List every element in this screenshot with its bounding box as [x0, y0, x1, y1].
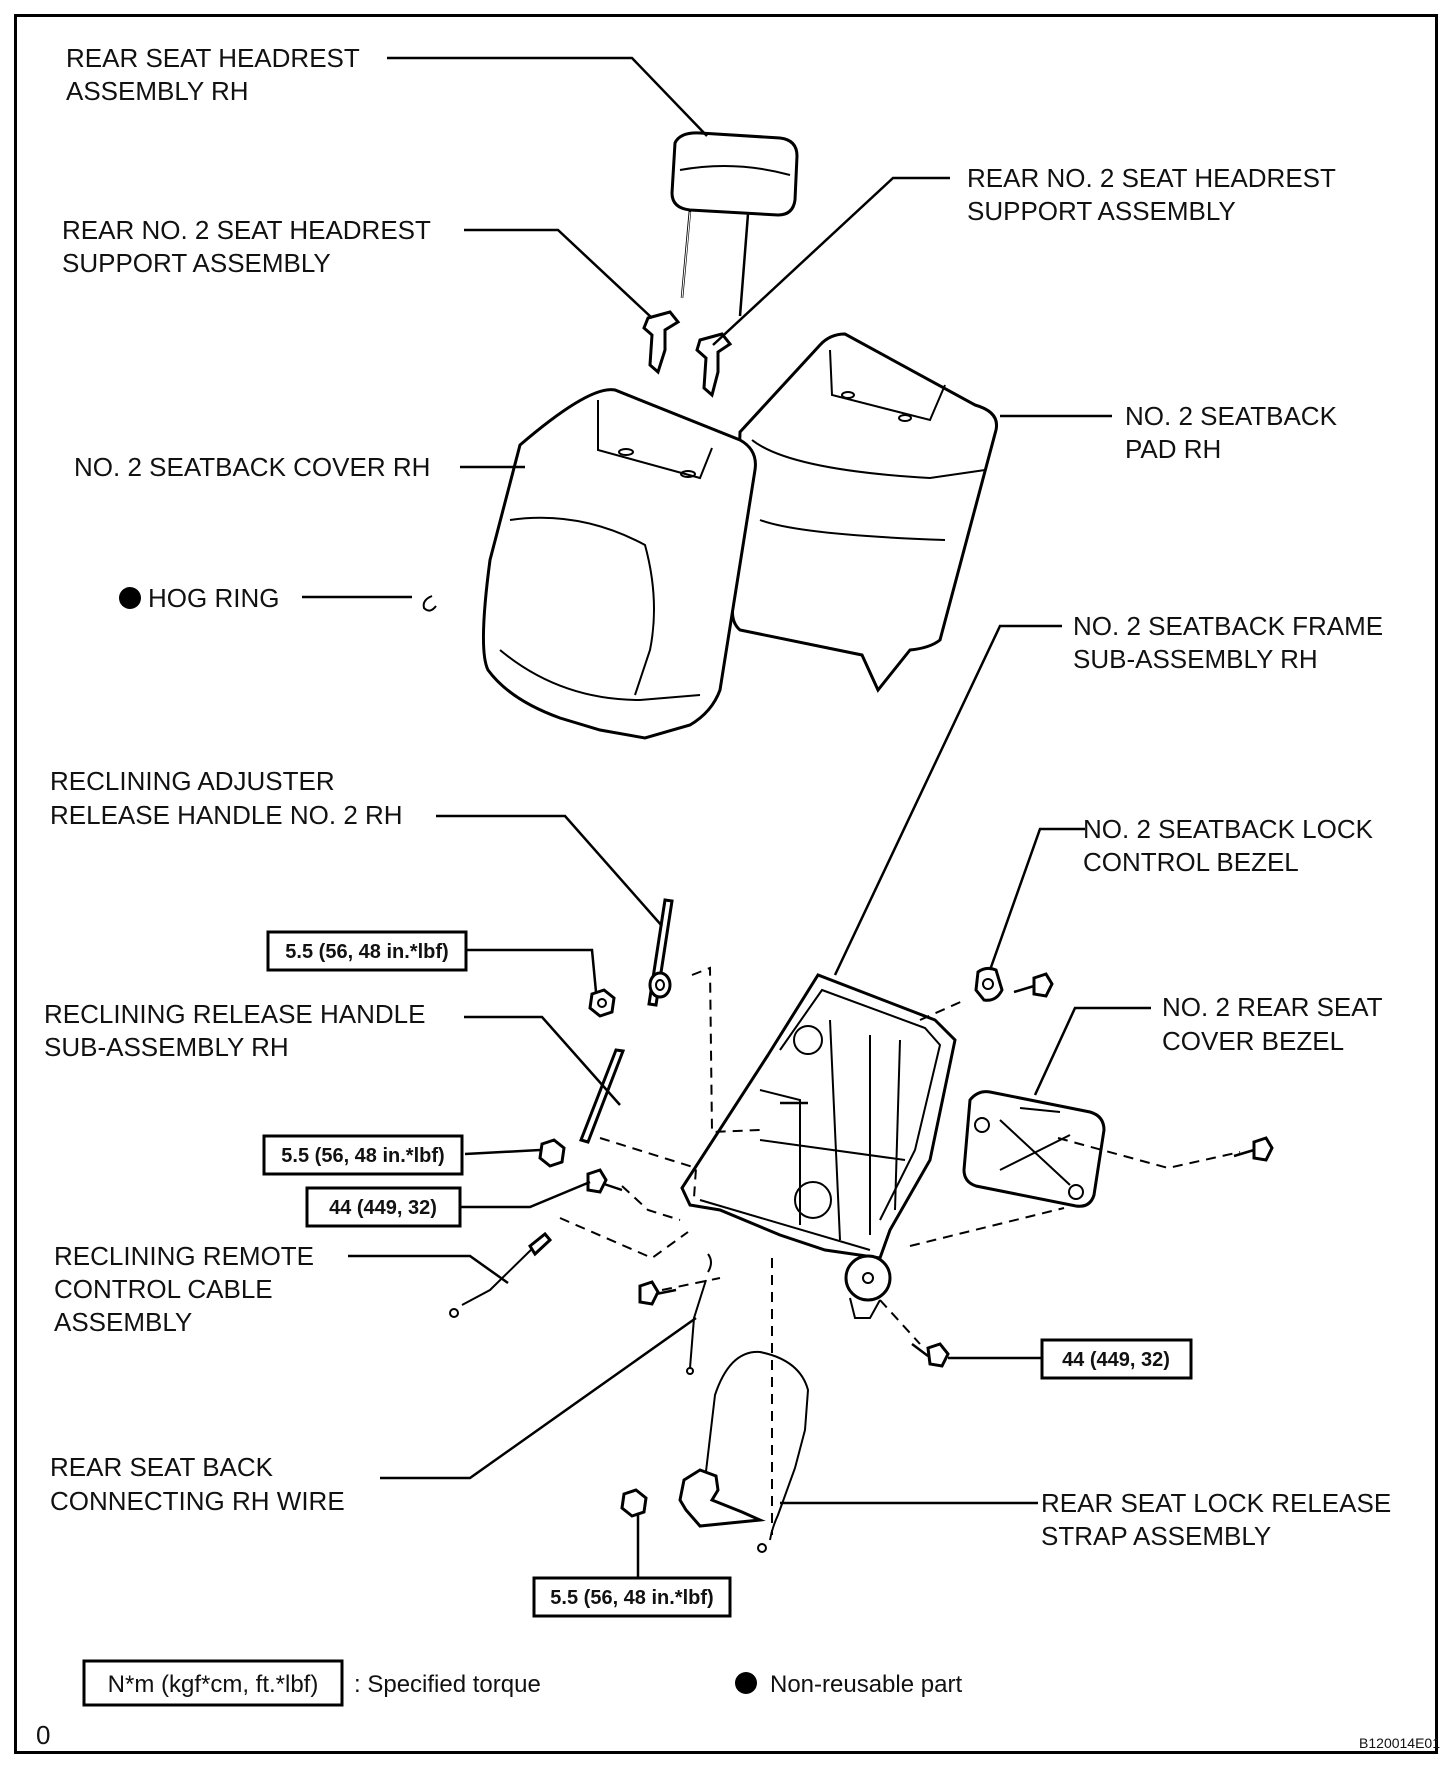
label-seatback-frame-line1: NO. 2 SEATBACK FRAME — [1073, 611, 1383, 641]
label-reclining-adjuster-line1: RECLINING ADJUSTER — [50, 766, 335, 796]
seatback-cover-drawing — [481, 388, 757, 740]
figure-code: B120014E01 — [1359, 1735, 1440, 1751]
label-connecting-wire-line1: REAR SEAT BACK — [50, 1452, 274, 1482]
torque-value-4: 44 (449, 32) — [1062, 1349, 1170, 1371]
legend-nonreusable-text: Non-reusable part — [770, 1671, 962, 1698]
washer-drawing — [648, 971, 672, 999]
label-headrest-support-right-line2: SUPPORT ASSEMBLY — [967, 196, 1236, 226]
label-lock-release-strap-line2: STRAP ASSEMBLY — [1041, 1521, 1271, 1551]
torque-box-2 — [262, 1134, 464, 1176]
label-lock-release-strap-line1: REAR SEAT LOCK RELEASE — [1041, 1488, 1391, 1518]
nut-2-drawing — [538, 1138, 566, 1168]
bolt-lock-bezel-drawing — [1013, 972, 1054, 998]
torque-boxes: 5.5 (56, 48 in.*lbf) 5.5 (56, 48 in.*lbf… — [262, 930, 1193, 1618]
label-headrest-line1: REAR SEAT HEADREST — [66, 43, 360, 73]
label-reclining-adjuster-line2: RELEASE HANDLE NO. 2 RH — [50, 800, 403, 830]
legend-torque-text: : Specified torque — [354, 1671, 541, 1698]
label-leaders — [302, 56, 1151, 1578]
legend: N*m (kgf*cm, ft.*lbf) : Specified torque… — [82, 1659, 962, 1707]
reclining-release-handle-drawing — [579, 1048, 626, 1144]
label-headrest-support-left-line1: REAR NO. 2 SEAT HEADREST — [62, 215, 431, 245]
seatback-frame-drawing — [680, 973, 957, 1319]
torque-value-3: 44 (449, 32) — [329, 1197, 437, 1219]
nut-5-drawing — [620, 1488, 648, 1518]
torque-box-3 — [305, 1186, 462, 1228]
label-rear-seat-cover-bezel-line1: NO. 2 REAR SEAT — [1162, 992, 1383, 1022]
filled-circle-bullet-icon — [119, 587, 141, 609]
rear-seat-cover-bezel-drawing — [962, 1090, 1106, 1208]
label-connecting-wire-line2: CONNECTING RH WIRE — [50, 1486, 345, 1516]
connecting-wire-drawing — [686, 1253, 712, 1375]
label-headrest-support-left-line2: SUPPORT ASSEMBLY — [62, 248, 331, 278]
label-seatback-cover: NO. 2 SEATBACK COVER RH — [74, 452, 430, 482]
corner-left-mark: 0 — [36, 1720, 50, 1750]
lock-control-bezel-drawing — [974, 966, 1004, 1002]
label-seatback-pad-line2: PAD RH — [1125, 434, 1221, 464]
legend-torque-box — [82, 1659, 344, 1707]
lock-release-strap-drawing — [678, 1350, 810, 1553]
bolt-4-drawing — [911, 1342, 950, 1368]
label-lock-control-bezel-line1: NO. 2 SEATBACK LOCK — [1083, 814, 1374, 844]
bolt-cover-bezel-drawing — [1233, 1136, 1274, 1162]
torque-value-1: 5.5 (56, 48 in.*lbf) — [285, 941, 448, 963]
label-remote-cable-line2: CONTROL CABLE — [54, 1274, 273, 1304]
label-headrest-support-right-line1: REAR NO. 2 SEAT HEADREST — [967, 163, 1336, 193]
torque-box-1 — [266, 930, 468, 972]
bolt-3-drawing — [586, 1168, 623, 1194]
headrest-drawing — [670, 131, 799, 317]
torque-value-5: 5.5 (56, 48 in.*lbf) — [550, 1587, 713, 1609]
legend-torque-box-text: N*m (kgf*cm, ft.*lbf) — [108, 1671, 319, 1698]
headrest-support-left-drawing — [642, 310, 681, 375]
label-remote-cable-line1: RECLINING REMOTE — [54, 1241, 314, 1271]
torque-box-4 — [1040, 1338, 1193, 1380]
bolt-wire-drawing — [638, 1280, 677, 1306]
filled-circle-bullet-icon — [735, 1672, 757, 1694]
label-reclining-release-handle-line2: SUB-ASSEMBLY RH — [44, 1032, 289, 1062]
torque-value-2: 5.5 (56, 48 in.*lbf) — [281, 1145, 444, 1167]
nut-1-drawing — [588, 988, 616, 1018]
labels: REAR SEAT HEADREST ASSEMBLY RH REAR NO. … — [44, 43, 1391, 1551]
torque-box-5 — [532, 1576, 732, 1618]
label-seatback-frame-line2: SUB-ASSEMBLY RH — [1073, 644, 1318, 674]
label-rear-seat-cover-bezel-line2: COVER BEZEL — [1162, 1026, 1344, 1056]
label-remote-cable-line3: ASSEMBLY — [54, 1307, 192, 1337]
hog-ring-drawing — [422, 595, 437, 612]
label-seatback-pad-line1: NO. 2 SEATBACK — [1125, 401, 1338, 431]
seatback-pad-drawing — [730, 332, 999, 693]
diagram-frame — [14, 14, 1438, 1754]
label-reclining-release-handle-line1: RECLINING RELEASE HANDLE — [44, 999, 425, 1029]
label-hog-ring: HOG RING — [148, 583, 279, 613]
headrest-support-right-drawing — [695, 332, 733, 398]
dashed-alignment-lines — [559, 966, 1241, 1535]
label-headrest-line2: ASSEMBLY RH — [66, 76, 249, 106]
remote-cable-drawing — [449, 1231, 553, 1318]
label-lock-control-bezel-line2: CONTROL BEZEL — [1083, 847, 1299, 877]
